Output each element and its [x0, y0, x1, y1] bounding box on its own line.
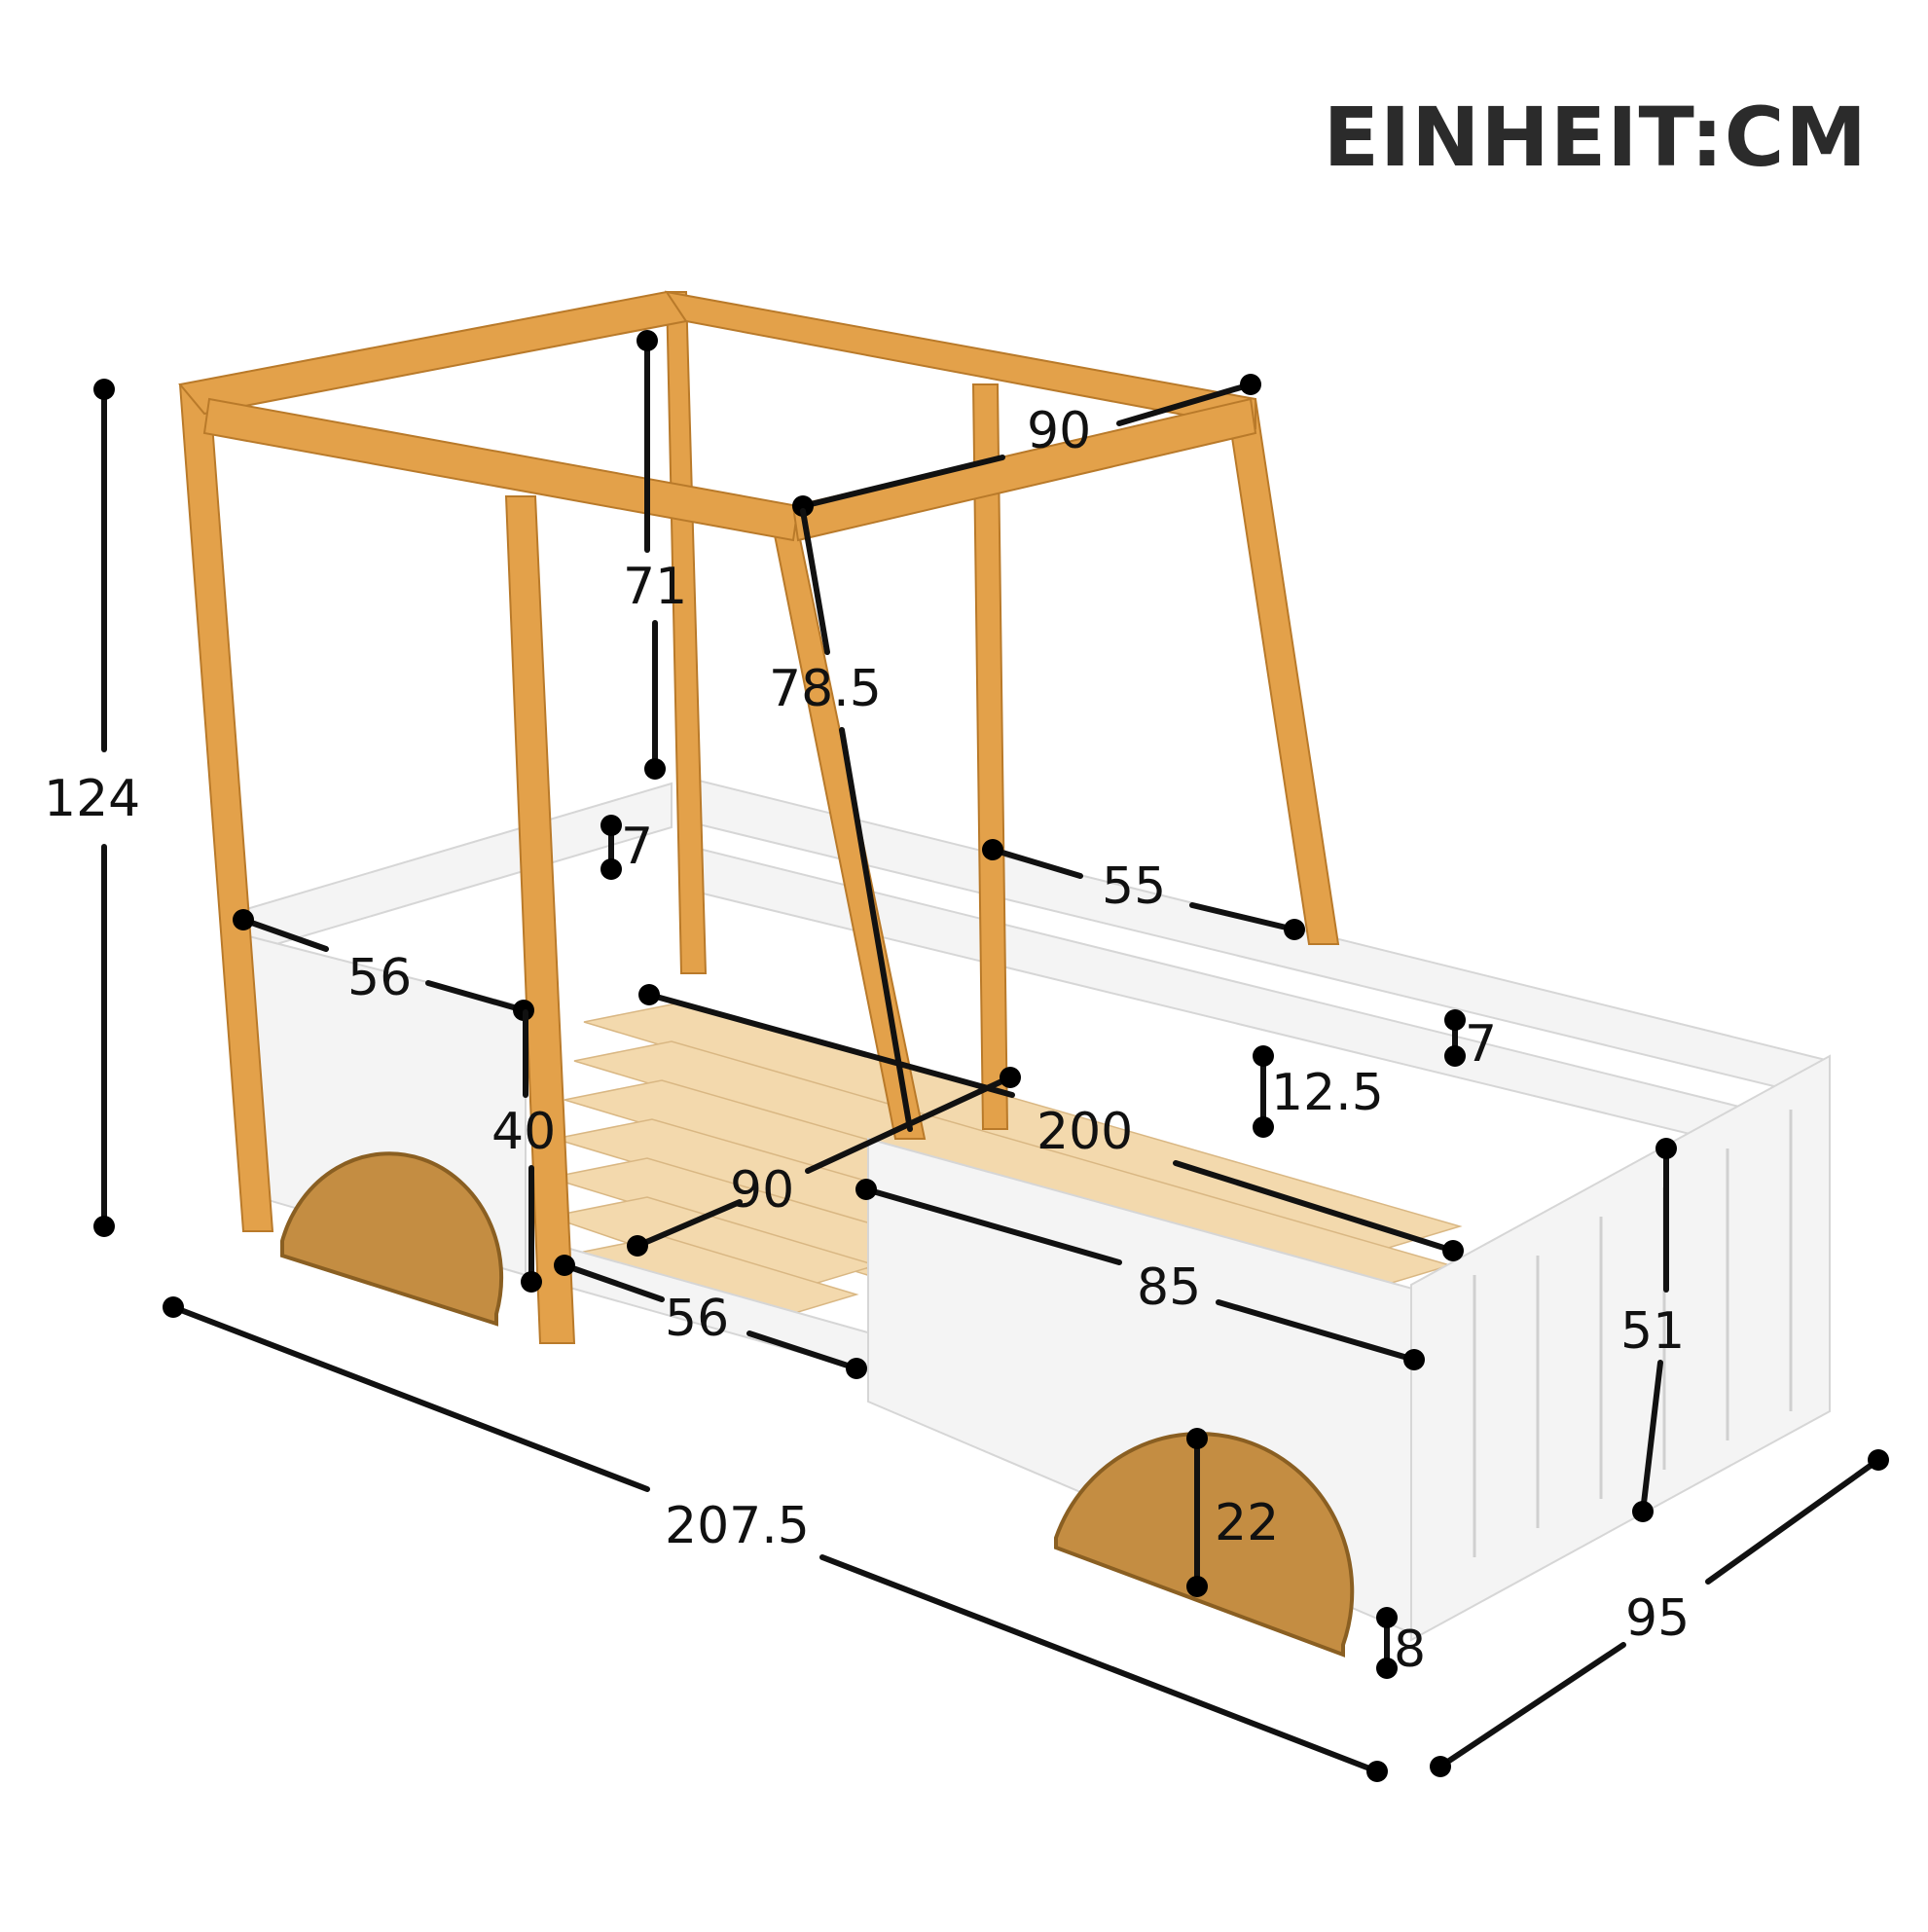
rear-panel [1410, 1054, 1831, 1642]
dim-wheel-height: 22 [1215, 1494, 1279, 1552]
dim-step-length: 56 [665, 1290, 729, 1348]
dimension-lines [93, 330, 1889, 1782]
dim-front-height: 40 [491, 1103, 556, 1161]
unit-label: EINHEIT:CM [1323, 90, 1868, 185]
rear-wheel [1054, 1431, 1355, 1658]
dim-total-length: 207.5 [665, 1497, 810, 1555]
dim-post-length: 78.5 [769, 660, 882, 718]
dim-rail-spacing-left: 7 [621, 818, 653, 876]
dim-rear-height: 51 [1620, 1302, 1685, 1361]
dim-total-height: 124 [44, 770, 140, 828]
dim-roof-height: 71 [623, 558, 687, 616]
dim-ground-clearance: 8 [1394, 1621, 1426, 1679]
dim-rail-length: 55 [1102, 857, 1166, 916]
dim-rail-spacing-right: 7 [1465, 1015, 1497, 1074]
dim-total-width: 95 [1625, 1589, 1690, 1648]
dim-roof-width: 90 [1027, 402, 1091, 460]
dim-mattress-length: 200 [1037, 1103, 1133, 1161]
front-wheel [280, 1151, 504, 1327]
dim-mattress-width: 90 [730, 1161, 794, 1220]
rear-panel-grooves [1473, 1110, 1793, 1557]
dim-front-length: 56 [347, 949, 412, 1007]
dim-rail-gap: 12.5 [1271, 1064, 1384, 1122]
dim-side-panel-length: 85 [1137, 1258, 1201, 1317]
